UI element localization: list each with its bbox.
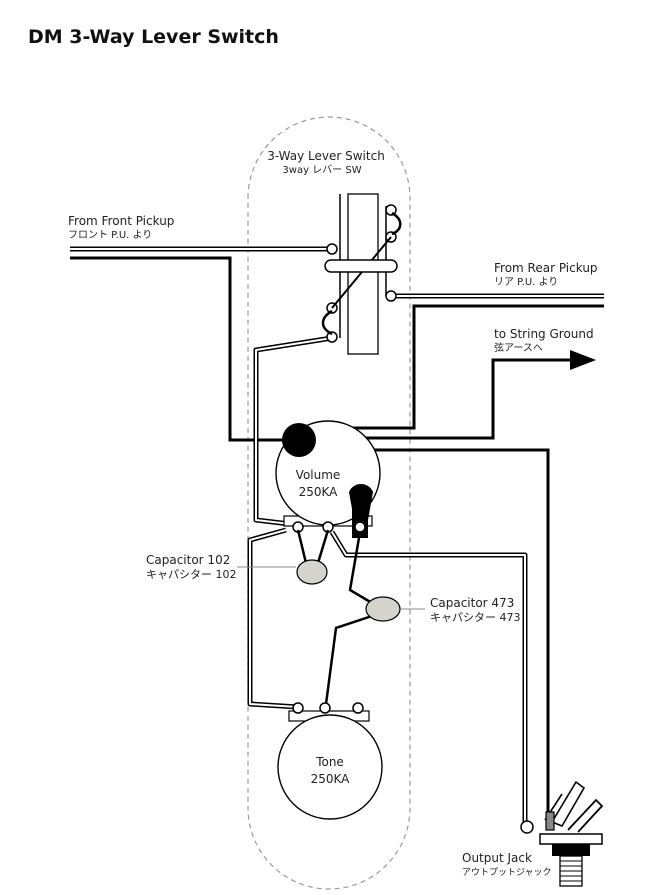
capacitor-473-leads <box>324 531 373 705</box>
capacitor-473-label-en: Capacitor 473 <box>430 596 514 610</box>
tone-value: 250KA <box>311 772 351 786</box>
output-jack <box>520 780 604 887</box>
output-jack-label-en: Output Jack <box>462 851 532 865</box>
control-plate-outline <box>247 116 411 890</box>
hot-wires-core <box>70 248 604 825</box>
page-title: DM 3-Way Lever Switch <box>28 26 279 48</box>
volume-pot <box>275 420 381 538</box>
string-ground-arrow <box>570 350 596 370</box>
front-pickup-label-en: From Front Pickup <box>68 214 174 228</box>
capacitor-102-label-en: Capacitor 102 <box>146 553 230 567</box>
capacitor-473-label-jp: キャパシター 473 <box>430 611 521 624</box>
front-pickup-label-jp: フロント P.U. より <box>68 229 152 241</box>
switch-label-jp: 3way レバー SW <box>282 164 361 176</box>
string-ground-label-jp: 弦アースへ <box>494 341 543 354</box>
capacitor-473 <box>365 596 401 622</box>
capacitor-102 <box>296 559 328 585</box>
string-ground-label-en: to String Ground <box>494 327 594 341</box>
tone-pot <box>277 702 383 820</box>
ground-wires <box>70 256 604 820</box>
volume-label: Volume <box>296 468 341 482</box>
lever-switch <box>321 193 402 355</box>
switch-label-en: 3-Way Lever Switch <box>267 149 385 163</box>
rear-pickup-label-jp: リア P.U. より <box>494 276 558 288</box>
rear-pickup-label-en: From Rear Pickup <box>494 261 598 275</box>
capacitor-102-label-jp: キャパシター 102 <box>146 568 237 581</box>
volume-value: 250KA <box>299 485 339 499</box>
output-jack-label-jp: アウトプットジャック <box>462 867 552 878</box>
tone-label: Tone <box>315 755 344 769</box>
